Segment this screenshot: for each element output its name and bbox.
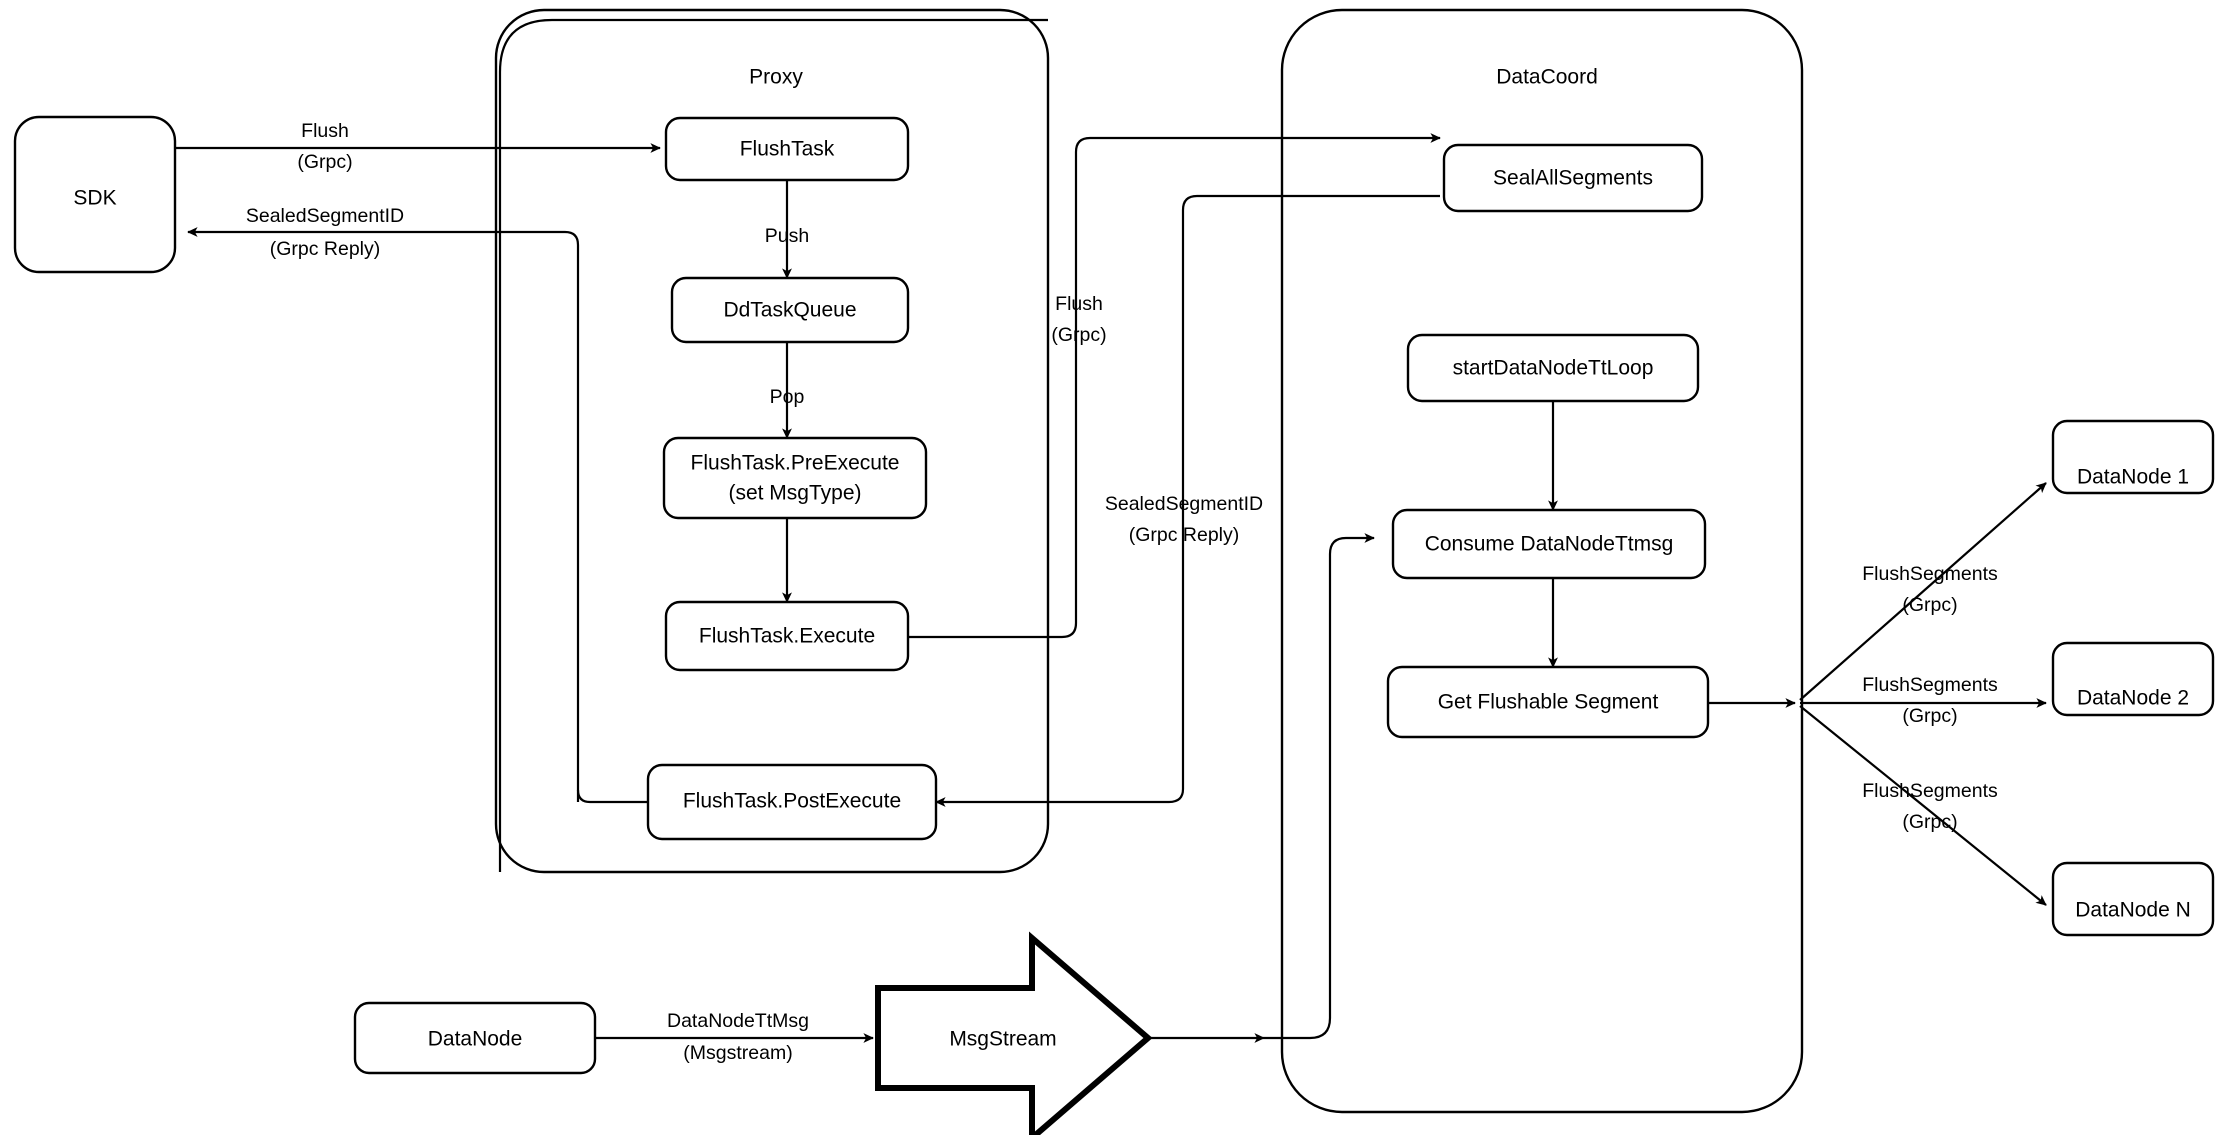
edge-sealed-sdk-label-line1: SealedSegmentID	[246, 205, 404, 227]
edge-flushsegments-2-label-line1: FlushSegments	[1862, 674, 1998, 696]
node-consume-datanodettmsg-label: Consume DataNodeTtmsg	[1425, 533, 1674, 556]
edge-flush-sdk-label-line2: (Grpc)	[297, 151, 352, 173]
node-ddtaskqueue-label: DdTaskQueue	[723, 299, 856, 322]
edge-postexecute-to-return	[576, 789, 648, 804]
node-msgstream-label: MsgStream	[949, 1028, 1056, 1051]
node-postexecute-label: FlushTask.PostExecute	[683, 790, 901, 813]
edge-flush-sdk-label-line1: Flush	[301, 120, 349, 142]
edge-flushsegments-1-label-line1: FlushSegments	[1862, 563, 1998, 585]
node-datanode-1-label: DataNode 1	[2077, 466, 2189, 489]
edge-sealed-sdk-label-line2: (Grpc Reply)	[270, 238, 381, 260]
edge-push-label: Push	[765, 225, 809, 247]
edge-sealed-proxy-to-sdk	[187, 227, 580, 802]
node-datanode-bottom-label: DataNode	[428, 1028, 523, 1051]
container-proxy-label: Proxy	[749, 66, 803, 89]
node-consume-datanodettmsg[interactable]	[1391, 508, 1707, 580]
edge-datanodettmsg-label-line1: DataNodeTtMsg	[667, 1010, 809, 1032]
edge-datanodettmsg-label-line2: (Msgstream)	[683, 1042, 792, 1064]
edge-flushsegments-n-label-line1: FlushSegments	[1862, 780, 1998, 802]
edge-flushsegments-datanoden	[1799, 705, 2047, 906]
edge-msgstream-corridor-to-consume	[1264, 533, 1375, 1040]
edge-flushsegments-n-label-line2: (Grpc)	[1902, 811, 1957, 833]
node-datanode-n-label: DataNode N	[2075, 899, 2191, 922]
node-preexecute-label-line1: FlushTask.PreExecute	[691, 452, 900, 475]
node-datanode-2-label: DataNode 2	[2077, 687, 2189, 710]
node-datanode-1[interactable]	[2051, 419, 2215, 495]
node-preexecute-label-line2: (set MsgType)	[728, 482, 861, 505]
edge-sealed-dc-label-line2: (Grpc Reply)	[1129, 524, 1240, 546]
node-sealallsegments-label: SealAllSegments	[1493, 167, 1653, 190]
edge-sealed-datacoord-to-proxy	[935, 194, 1440, 807]
edge-flushsegments-1-label-line2: (Grpc)	[1902, 594, 1957, 616]
edge-flush-dc-label-line1: Flush	[1055, 293, 1103, 315]
node-sdk[interactable]	[13, 115, 177, 274]
container-datacoord	[1280, 8, 1804, 1114]
node-execute-label: FlushTask.Execute	[699, 625, 875, 648]
node-sdk-label: SDK	[73, 187, 116, 210]
node-sealallsegments[interactable]	[1442, 143, 1704, 213]
edge-flushsegments-2-label-line2: (Grpc)	[1902, 705, 1957, 727]
edge-flushsegments-datanode1	[1799, 482, 2047, 701]
node-ddtaskqueue[interactable]	[670, 276, 910, 344]
edge-sealed-dc-label-line1: SealedSegmentID	[1105, 493, 1263, 515]
node-startdatanodettloop-label: startDataNodeTtLoop	[1453, 357, 1654, 380]
node-datanode-2[interactable]	[2051, 641, 2215, 717]
edge-flush-proxy-to-datacoord	[908, 133, 1441, 639]
edge-pop-label: Pop	[770, 386, 805, 408]
shape-msgstream[interactable]	[875, 931, 1153, 1135]
node-flushtask-label: FlushTask	[740, 138, 835, 161]
container-datacoord-label: DataCoord	[1496, 66, 1598, 89]
edge-proxy-return-vertical	[498, 18, 1048, 872]
container-proxy	[494, 8, 1050, 874]
edge-flush-dc-label-line2: (Grpc)	[1051, 324, 1106, 346]
node-flushtask-preexecute[interactable]	[662, 436, 928, 520]
node-get-flushable-segment-label: Get Flushable Segment	[1438, 691, 1659, 714]
node-datanode-n[interactable]	[2051, 861, 2215, 937]
